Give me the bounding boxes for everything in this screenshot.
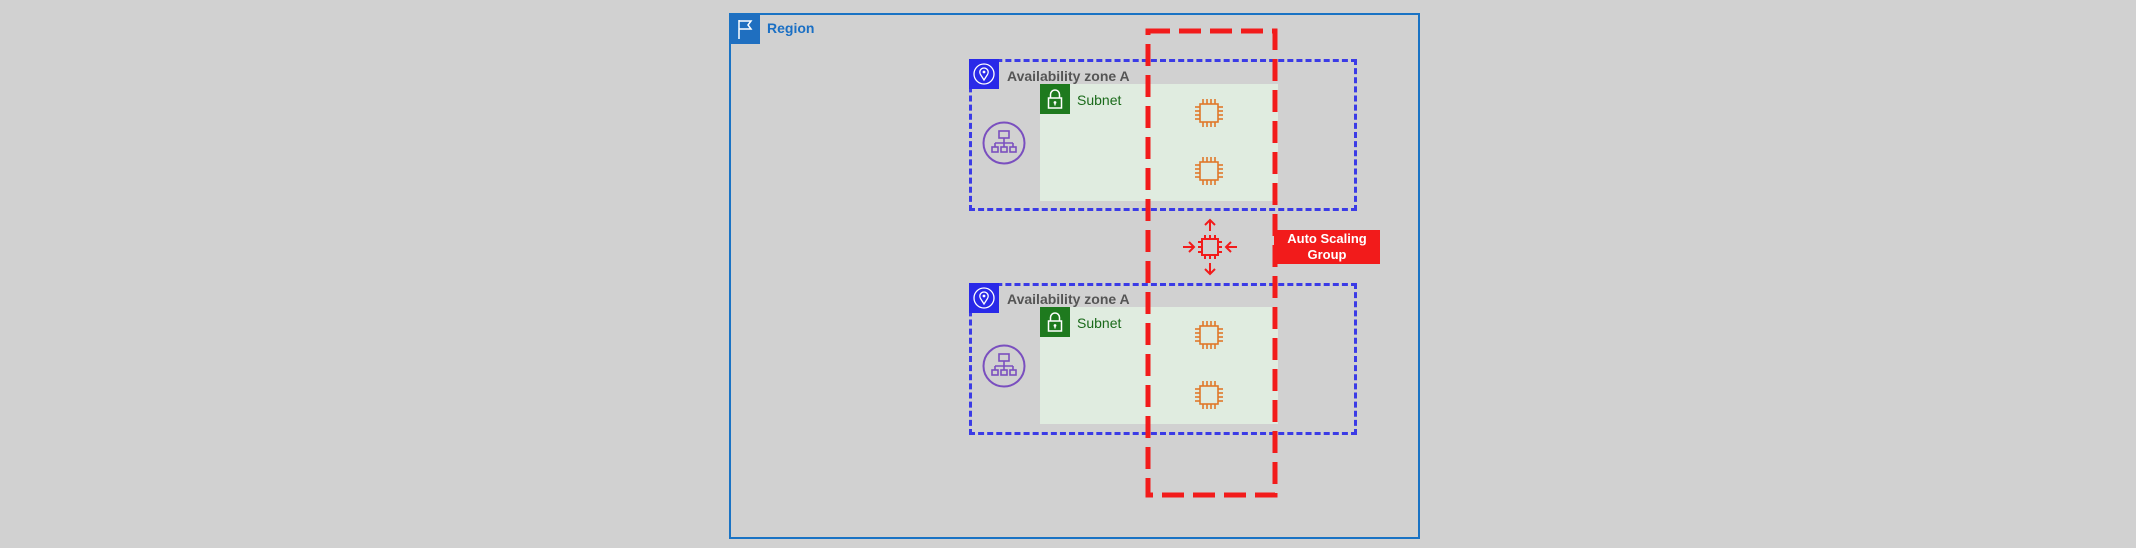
padlock-icon bbox=[1040, 84, 1070, 114]
ec2-instance-chip-icon bbox=[1191, 317, 1227, 353]
subnet-2 bbox=[1040, 307, 1278, 424]
ec2-instance-chip-icon bbox=[1191, 95, 1227, 131]
region-label: Region bbox=[767, 20, 815, 36]
elastic-load-balancer-icon bbox=[981, 343, 1027, 389]
zone-1-label: Availability zone A bbox=[1007, 68, 1130, 84]
location-pin-icon bbox=[969, 59, 999, 89]
ec2-instance-chip-icon bbox=[1191, 377, 1227, 413]
subnet-1 bbox=[1040, 84, 1278, 201]
region-container bbox=[729, 13, 1420, 539]
availability-zone-2 bbox=[969, 283, 1357, 435]
padlock-icon bbox=[1040, 307, 1070, 337]
flag-icon bbox=[730, 14, 760, 44]
subnet-2-label: Subnet bbox=[1077, 315, 1122, 331]
auto-scaling-group-label: Auto Scaling Group bbox=[1274, 230, 1380, 264]
elastic-load-balancer-icon bbox=[981, 120, 1027, 166]
availability-zone-1 bbox=[969, 59, 1357, 211]
subnet-1-label: Subnet bbox=[1077, 92, 1122, 108]
zone-2-label: Availability zone A bbox=[1007, 291, 1130, 307]
ec2-instance-chip-icon bbox=[1191, 153, 1227, 189]
auto-scaling-icon bbox=[1180, 218, 1240, 276]
location-pin-icon bbox=[969, 283, 999, 313]
